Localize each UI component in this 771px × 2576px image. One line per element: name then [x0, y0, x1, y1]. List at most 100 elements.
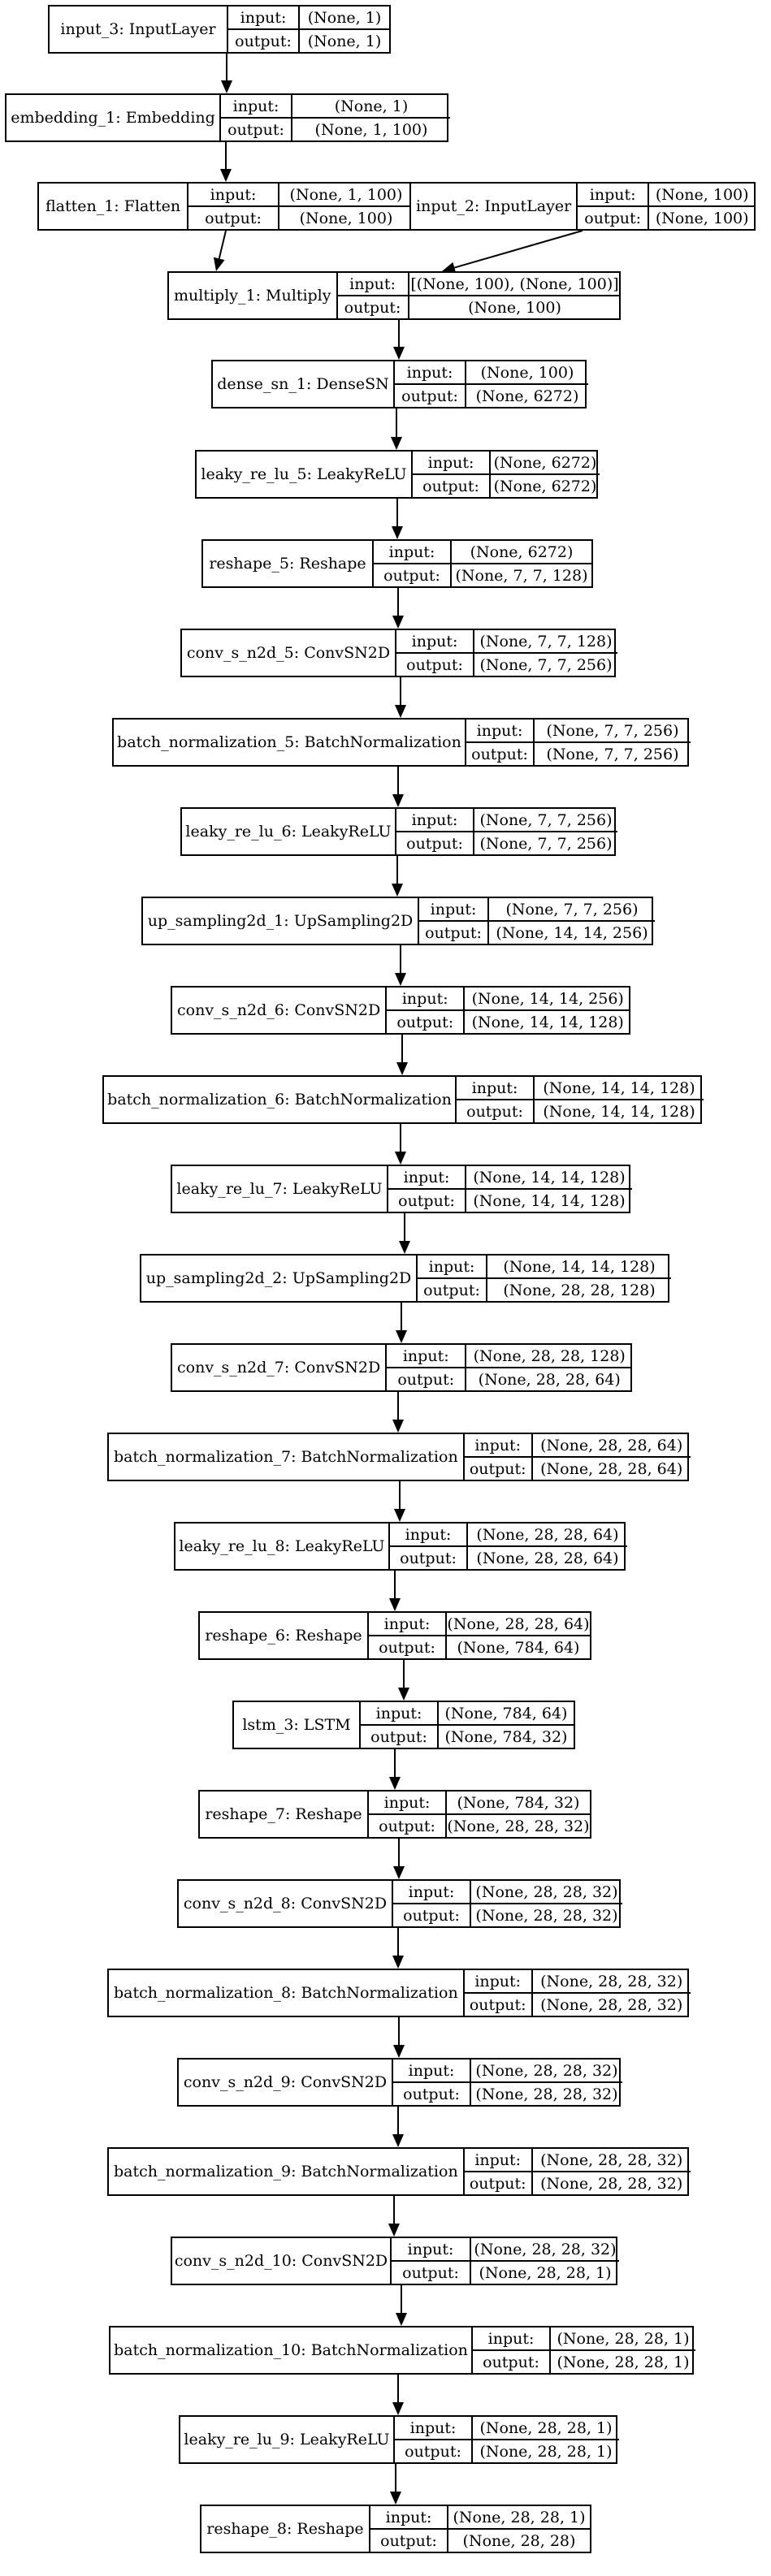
- input-label: input:: [465, 1434, 533, 1456]
- input-label: input:: [374, 541, 452, 563]
- output-label: output:: [369, 1815, 447, 1837]
- layer-name: batch_normalization_5: BatchNormalizatio…: [114, 720, 466, 765]
- input-row: input:(None, 7, 7, 256): [466, 720, 691, 741]
- layer-shapes: input:(None, 7, 7, 256)output:(None, 7, …: [396, 809, 617, 854]
- output-label: output:: [465, 1458, 533, 1480]
- arrowhead-icon: [392, 1956, 404, 1969]
- input-row: input:(None, 28, 28, 64): [390, 1524, 627, 1545]
- layer-shapes: input:(None, 6272)output:(None, 7, 7, 12…: [374, 541, 591, 586]
- output-shape: (None, 28, 28, 1): [557, 2353, 690, 2371]
- arrowhead-icon: [392, 1420, 404, 1433]
- output-shape: (None, 6272): [475, 387, 579, 405]
- input-shape: (None, 784, 32): [457, 1793, 580, 1812]
- output-shape: (None, 28, 28, 64): [476, 1549, 619, 1567]
- input-row: input:(None, 100): [578, 184, 755, 205]
- arrowhead-icon: [396, 1330, 407, 1343]
- input-row: input:(None, 28, 28, 1): [473, 2327, 695, 2349]
- arrowhead-icon: [391, 437, 402, 450]
- input-label: input:: [392, 2238, 471, 2260]
- layer-name: batch_normalization_9: BatchNormalizatio…: [109, 2149, 465, 2194]
- input-row: input:(None, 14, 14, 128): [457, 1077, 704, 1099]
- output-shape: (None, 28, 28, 64): [540, 1459, 683, 1478]
- layer-name: flatten_1: Flatten: [39, 184, 188, 229]
- arrowhead-icon: [392, 884, 403, 897]
- input-label: input:: [413, 452, 491, 473]
- input-label: input:: [393, 1881, 471, 1903]
- arrowhead-icon: [392, 2134, 404, 2147]
- input-row: input:(None, 28, 28, 1): [395, 2417, 619, 2439]
- output-label: output:: [374, 564, 452, 586]
- input-row: input:(None, 784, 64): [361, 1702, 574, 1724]
- output-row: output: (None, 1, 100): [221, 117, 450, 140]
- input-row: input:(None, 1): [221, 95, 450, 117]
- output-label: output:: [413, 475, 491, 497]
- layer-name: leaky_re_lu_7: LeakyReLU: [172, 1166, 388, 1212]
- output-shape: (None, 14, 14, 128): [543, 1102, 695, 1121]
- output-shape: (None, 14, 14, 128): [471, 1013, 624, 1031]
- layer-name: reshape_7: Reshape: [200, 1792, 369, 1837]
- input-shape: (None, 28, 28, 32): [540, 2150, 683, 2169]
- layer-name: embedding_1: Embedding: [6, 95, 221, 140]
- layer-shapes: input:(None, 28, 28, 1)output:(None, 28,…: [473, 2327, 695, 2373]
- input-row: input:(None, 28, 28, 32): [393, 2060, 622, 2081]
- layer-shapes: input:(None, 7, 7, 256)output:(None, 14,…: [419, 898, 655, 944]
- input-row: input:(None, 28, 28, 32): [393, 1881, 622, 1903]
- layer-shapes: input:(None, 28, 28, 64)output: (None, 28…: [390, 1524, 627, 1569]
- layer-name: up_sampling2d_2: UpSampling2D: [141, 1256, 418, 1301]
- output-label: output:: [457, 1100, 535, 1122]
- input-row: input:(None, 6272): [374, 541, 591, 563]
- input-shape: (None, 28, 28, 32): [474, 2240, 617, 2258]
- output-shape: (None, 28, 28, 64): [478, 1370, 621, 1389]
- arrowhead-icon: [392, 526, 403, 539]
- output-row: output:(None, 7, 7, 128): [374, 563, 591, 586]
- output-row: output:(None, 784, 64): [369, 1635, 590, 1658]
- layer-name: conv_s_n2d_7: ConvSN2D: [172, 1345, 388, 1390]
- output-row: output: (None, 14, 14, 128): [457, 1099, 704, 1122]
- output-shape: (None, 100): [655, 209, 749, 227]
- arrowhead-icon: [389, 1777, 401, 1790]
- input-label: input:: [395, 361, 466, 383]
- input-label: input:: [396, 809, 474, 831]
- output-label: output:: [395, 2440, 473, 2462]
- input-label: input:: [393, 2060, 471, 2081]
- output-shape: (None, 28, 28, 128): [503, 1281, 656, 1299]
- layer-shapes: input:(None, 28, 28, 32)output:(None, 28…: [464, 1970, 691, 2016]
- input-row: input:(None, 14, 14, 128): [388, 1166, 632, 1188]
- layer-name: batch_normalization_7: BatchNormalizatio…: [109, 1434, 465, 1480]
- layer-shapes: input:(None, 28, 28, 64)output:(None, 28…: [464, 1434, 691, 1480]
- output-label: output:: [392, 2262, 471, 2284]
- output-shape: (None, 28, 28, 1): [479, 2442, 613, 2461]
- layer-shapes: input:(None, 14, 14, 128)output: (None, 1…: [457, 1077, 704, 1122]
- input-shape: (None, 7, 7, 128): [479, 632, 613, 650]
- edge-input_2-to-multiply_1: [454, 230, 583, 269]
- layer-shapes: input:(None, 784, 32)output:(None, 28, 2…: [369, 1792, 590, 1837]
- output-row: output:(None, 7, 7, 256): [396, 652, 617, 676]
- output-label: output:: [393, 1904, 471, 1926]
- output-shape: (None, 1, 100): [314, 120, 428, 139]
- output-shape: (None, 7, 7, 256): [479, 834, 613, 853]
- layer-name: reshape_8: Reshape: [201, 2506, 370, 2552]
- layer-shapes: input:(None, 14, 14, 256)output:(None, 1…: [387, 988, 631, 1033]
- layer-shapes: input:(None, 14, 14, 128)output:(None, 2…: [418, 1256, 671, 1301]
- output-shape: (None, 28, 28, 32): [540, 1995, 683, 2014]
- layer-shapes: input:(None, 7, 7, 128)output:(None, 7, …: [396, 630, 617, 676]
- output-label: output:: [221, 119, 292, 140]
- output-label: output:: [578, 207, 650, 229]
- output-row: output:(None, 784, 32): [361, 1724, 574, 1748]
- output-label: output:: [419, 922, 489, 944]
- output-row: output:(None, 14, 14, 256): [419, 920, 655, 944]
- input-label: input:: [387, 1345, 467, 1367]
- output-label: output:: [390, 1547, 468, 1569]
- input-shape: (None, 14, 14, 128): [503, 1257, 656, 1276]
- layer-name: leaky_re_lu_9: LeakyReLU: [180, 2417, 395, 2462]
- output-row: output:(None, 28, 28, 1): [473, 2349, 695, 2373]
